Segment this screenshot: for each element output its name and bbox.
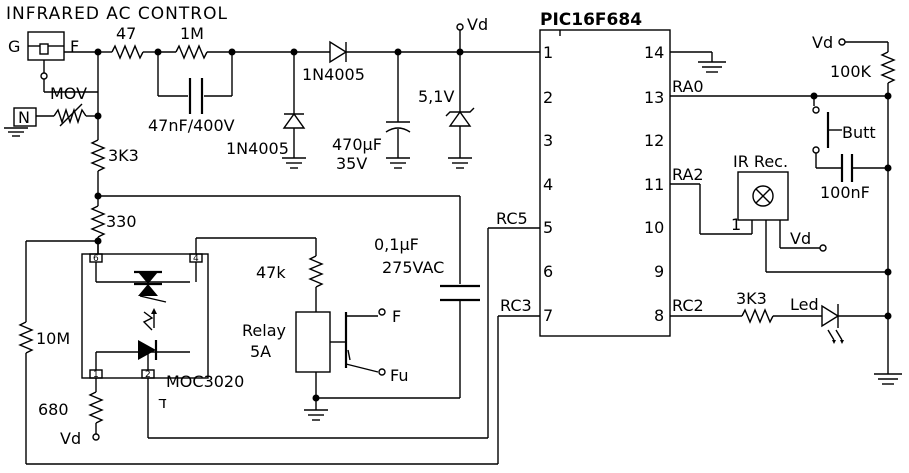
button-label: Butt — [842, 123, 876, 142]
vd-top-label: Vd — [467, 15, 488, 34]
ir-receiver — [737, 171, 888, 273]
moc3020-optotriac: 6 4 1 2 — [81, 253, 209, 380]
capacitor-0-1uf-voltage: 275VAC — [382, 258, 444, 277]
mov-varistor — [36, 79, 98, 127]
output-fu-label: Fu — [390, 366, 408, 385]
moc-pin-4: 4 — [193, 254, 199, 264]
diode-series-label: 1N4005 — [302, 65, 365, 84]
pin-5-label: 5 — [543, 218, 553, 237]
diode-shunt-label: 1N4005 — [226, 139, 289, 158]
capacitor-47nf-label: 47nF/400V — [148, 116, 235, 135]
pin-9-label: 9 — [654, 262, 664, 281]
schematic-title: INFRARED AC CONTROL — [6, 4, 228, 24]
neutral-label: N — [18, 108, 30, 127]
pin-2-label: 2 — [543, 88, 553, 107]
neutral-terminal — [4, 107, 37, 137]
pin-7-label: 7 — [543, 306, 553, 325]
moc-pin-2: 2 — [145, 370, 151, 380]
ra2-label: RA2 — [672, 165, 704, 184]
ir-pin-1-label: 1 — [731, 215, 741, 234]
led — [821, 304, 888, 344]
vd-bottom-label: Vd — [60, 429, 81, 448]
pin-4-label: 4 — [543, 175, 553, 194]
triac-symbol-icon: ד — [158, 393, 167, 412]
relay-rating: 5A — [250, 342, 271, 361]
resistor-47-label: 47 — [116, 24, 136, 43]
vd-ir-label: Vd — [790, 229, 811, 248]
zener-label: 5,1V — [418, 87, 454, 106]
pin-3-label: 3 — [543, 131, 553, 150]
pin-12-label: 12 — [644, 131, 664, 150]
rc2-label: RC2 — [672, 296, 704, 315]
pin-11-label: 11 — [644, 175, 664, 194]
capacitor-0-1uf-label: 0,1µF — [374, 235, 419, 254]
moc3020-label: MOC3020 — [166, 372, 244, 391]
resistor-3k3-right — [741, 308, 822, 324]
push-button — [812, 96, 842, 169]
pin-14-label: 14 — [644, 43, 664, 62]
chip-label: PIC16F684 — [540, 10, 642, 30]
ground-pin-label: G — [8, 37, 20, 56]
resistor-100k-label: 100K — [830, 62, 872, 81]
pic16f684-chip — [539, 29, 671, 337]
relay-5a — [295, 308, 386, 398]
led-label: Led — [790, 295, 819, 314]
pin-8-label: 8 — [654, 306, 664, 325]
pin-1-label: 1 — [543, 43, 553, 62]
relay-label: Relay — [242, 321, 286, 340]
rc3-label: RC3 — [500, 296, 532, 315]
capacitor-470uf — [385, 52, 411, 169]
capacitor-100nf — [840, 154, 888, 182]
resistor-47k — [308, 238, 324, 312]
diode-1n4005-series — [329, 40, 540, 64]
resistor-680 — [88, 378, 104, 441]
capacitor-470uf-voltage: 35V — [336, 154, 367, 173]
mov-label: MOV — [50, 84, 87, 103]
zener-diode — [445, 52, 475, 169]
resistor-1m — [158, 44, 232, 60]
resistor-3k3-left — [90, 139, 106, 206]
resistor-330-label: 330 — [106, 212, 137, 231]
resistor-100k — [880, 42, 896, 374]
ir-receiver-label: IR Rec. — [733, 152, 788, 171]
capacitor-47nf — [157, 52, 233, 114]
capacitor-100nf-label: 100nF — [820, 183, 870, 202]
resistor-3k3-left-label: 3K3 — [108, 146, 139, 165]
moc-pin-6: 6 — [93, 254, 99, 264]
ra0-label: RA0 — [672, 77, 704, 96]
resistor-1m-label: 1M — [180, 24, 204, 43]
resistor-47k-label: 47k — [256, 263, 286, 282]
mains-plug — [27, 31, 65, 80]
capacitor-0-1uf — [440, 196, 480, 398]
diode-1n4005-shunt — [282, 52, 306, 169]
moc-pin-1: 1 — [93, 370, 99, 380]
phase-pin-label: F — [70, 37, 79, 56]
output-f-label: F — [392, 307, 401, 326]
pin-10-label: 10 — [644, 218, 664, 237]
rc5-label: RC5 — [496, 209, 528, 228]
capacitor-470uf-label: 470µF — [332, 135, 382, 154]
vd-right-label: Vd — [812, 33, 833, 52]
resistor-3k3-right-label: 3K3 — [736, 289, 767, 308]
pin-13-label: 13 — [644, 88, 664, 107]
resistor-680-label: 680 — [38, 400, 69, 419]
resistor-10m-label: 10M — [36, 329, 70, 348]
resistor-47 — [98, 44, 158, 60]
resistor-10m — [18, 240, 540, 465]
pin-6-label: 6 — [543, 262, 553, 281]
